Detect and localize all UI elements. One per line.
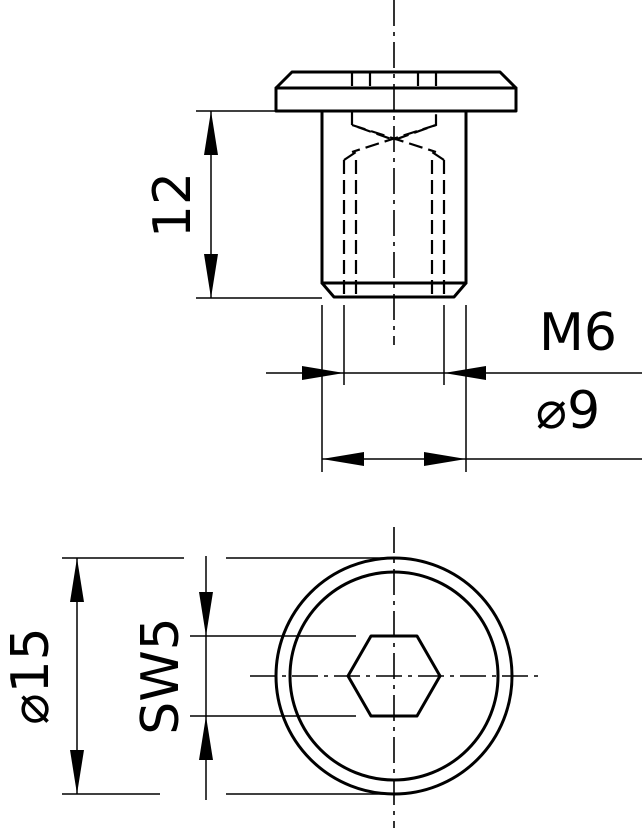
- arrow-head: [444, 366, 486, 380]
- dimension-thread: M6: [266, 303, 642, 385]
- screw-shank: [320, 109, 468, 299]
- dimension-head-diameter: ⌀15: [1, 557, 394, 795]
- arrow-head: [199, 592, 213, 636]
- dimension-shank-diameter: ⌀9: [321, 305, 642, 472]
- dimension-shank-diameter-label: ⌀9: [536, 381, 600, 441]
- arrow-head: [199, 716, 213, 760]
- arrow-head: [302, 366, 344, 380]
- dimension-hex-socket: SW5: [131, 556, 356, 800]
- hex-socket-hidden: [350, 111, 438, 142]
- thread-hidden-outer: [354, 160, 434, 297]
- arrow-head: [70, 750, 84, 794]
- thread-hidden-inner: [342, 160, 446, 297]
- thread-top-hidden: [343, 151, 445, 161]
- dimension-thread-label: M6: [539, 303, 617, 363]
- socket-cone-hidden: [351, 123, 437, 154]
- arrow-head: [424, 452, 466, 466]
- dimension-length-label: 12: [143, 172, 203, 238]
- dimension-length: 12: [143, 110, 322, 299]
- arrow-head: [322, 452, 364, 466]
- head-inner-circle: [288, 570, 500, 782]
- dimension-head-diameter-label: ⌀15: [1, 627, 61, 724]
- side-view: [274, 0, 518, 345]
- hex-socket: [346, 634, 442, 718]
- arrow-head: [204, 111, 218, 155]
- arrow-head: [204, 254, 218, 298]
- arrow-head: [70, 558, 84, 602]
- dimension-hex-socket-label: SW5: [131, 617, 191, 735]
- top-view: [250, 527, 540, 828]
- screw-head: [274, 70, 518, 113]
